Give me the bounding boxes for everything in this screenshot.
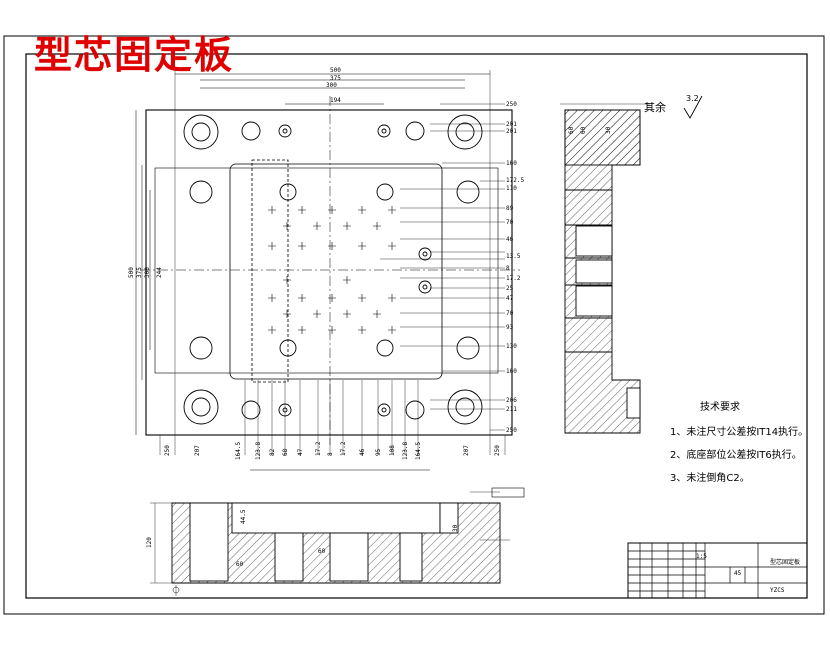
inner-frame <box>25 53 808 599</box>
dim-right-20: 250 <box>506 427 517 434</box>
dim-bottom-0: 250 <box>164 445 171 456</box>
dim-bottom-12: 108 <box>389 445 396 456</box>
outer-frame <box>3 35 825 615</box>
section-dim-1: 60 <box>236 561 244 568</box>
roughness-value: 3.2 <box>686 94 699 103</box>
dim-right-12: 25 <box>506 285 514 292</box>
dim-bottom-13: 123.8 <box>402 441 409 460</box>
requirement-2: 2、底座部位公差按IT6执行。 <box>670 450 802 461</box>
drawing-title: 型芯固定板 <box>34 32 235 77</box>
dim-right-3: 160 <box>506 160 517 167</box>
dim-right-18: 206 <box>506 397 517 404</box>
dim-top-300: 300 <box>326 82 337 89</box>
side-dim-1: 60 <box>580 126 587 134</box>
dim-right-16: 130 <box>506 343 517 350</box>
dim-right-7: 70 <box>506 219 514 226</box>
dim-right-10: 8 <box>506 265 510 272</box>
drawing-code: YZCS <box>770 587 785 594</box>
dim-bottom-11: 95 <box>375 448 382 456</box>
requirement-3: 3、未注倒角C2。 <box>670 473 750 484</box>
dim-top-500: 500 <box>330 67 341 74</box>
dim-right-0: 250 <box>506 101 517 108</box>
ejector-pin-marks <box>268 206 396 334</box>
dim-bottom-14: 164.5 <box>415 441 422 460</box>
dim-right-8: 46 <box>506 236 514 243</box>
tech-requirements-title: 技术要求 <box>700 402 740 413</box>
dim-right-4: 172.5 <box>506 177 525 184</box>
surface-note: 其余 <box>644 101 666 114</box>
title-block <box>627 542 808 599</box>
dim-right-1: 201 <box>506 121 517 128</box>
dim-right-2: 201 <box>506 128 517 135</box>
dim-bottom-8: 8 <box>327 452 334 456</box>
dim-inner-194: 194 <box>330 97 341 104</box>
dim-bottom-15: 207 <box>463 445 470 456</box>
dim-bottom-9: 17.2 <box>340 441 347 456</box>
guide-holes <box>183 114 483 425</box>
dim-left-244: 244 <box>156 267 163 278</box>
dim-left-375: 375 <box>136 267 143 278</box>
dim-right-15: 93 <box>506 324 514 331</box>
plan-view <box>135 70 520 471</box>
scale-value: 1:5 <box>696 553 707 560</box>
side-section-view <box>560 103 650 434</box>
dim-top-375: 375 <box>330 75 341 82</box>
section-dim-3: 44.5 <box>240 509 247 524</box>
dim-left-500: 500 <box>128 267 135 278</box>
dim-bottom-3: 123.8 <box>255 441 262 460</box>
part-name: 型芯固定板 <box>770 559 801 566</box>
section-dim-2: 60 <box>318 548 326 555</box>
dim-bottom-1: 207 <box>194 445 201 456</box>
dim-right-9: 13.5 <box>506 253 521 260</box>
side-dim-2: 30 <box>605 126 612 134</box>
dim-right-17: 160 <box>506 368 517 375</box>
dim-right-6: 89 <box>506 205 514 212</box>
requirement-1: 1、未注尺寸公差按IT14执行。 <box>670 427 809 438</box>
dim-bottom-6: 47 <box>297 448 304 456</box>
section-dim-4: 30 <box>452 524 459 532</box>
dim-right-19: 211 <box>506 406 517 413</box>
section-dim-0: 120 <box>146 537 153 548</box>
dim-bottom-2: 164.5 <box>235 441 242 460</box>
side-dim-0: 60 <box>568 126 575 134</box>
dim-bottom-7: 17.2 <box>315 441 322 456</box>
material-value: 45 <box>734 570 742 577</box>
dim-bottom-5: 68 <box>282 448 289 456</box>
dim-bottom-10: 46 <box>359 448 366 456</box>
dim-right-14: 70 <box>506 310 514 317</box>
dim-right-13: 47 <box>506 295 514 302</box>
dim-right-11: 17.2 <box>506 275 521 282</box>
dim-right-5: 110 <box>506 185 517 192</box>
dim-left-300: 300 <box>144 267 151 278</box>
leader-lines <box>380 103 505 431</box>
dim-bottom-16: 250 <box>494 445 501 456</box>
roughness-icon <box>683 95 703 119</box>
bottom-section-view <box>150 487 525 596</box>
dim-bottom-4: 82 <box>269 448 276 456</box>
